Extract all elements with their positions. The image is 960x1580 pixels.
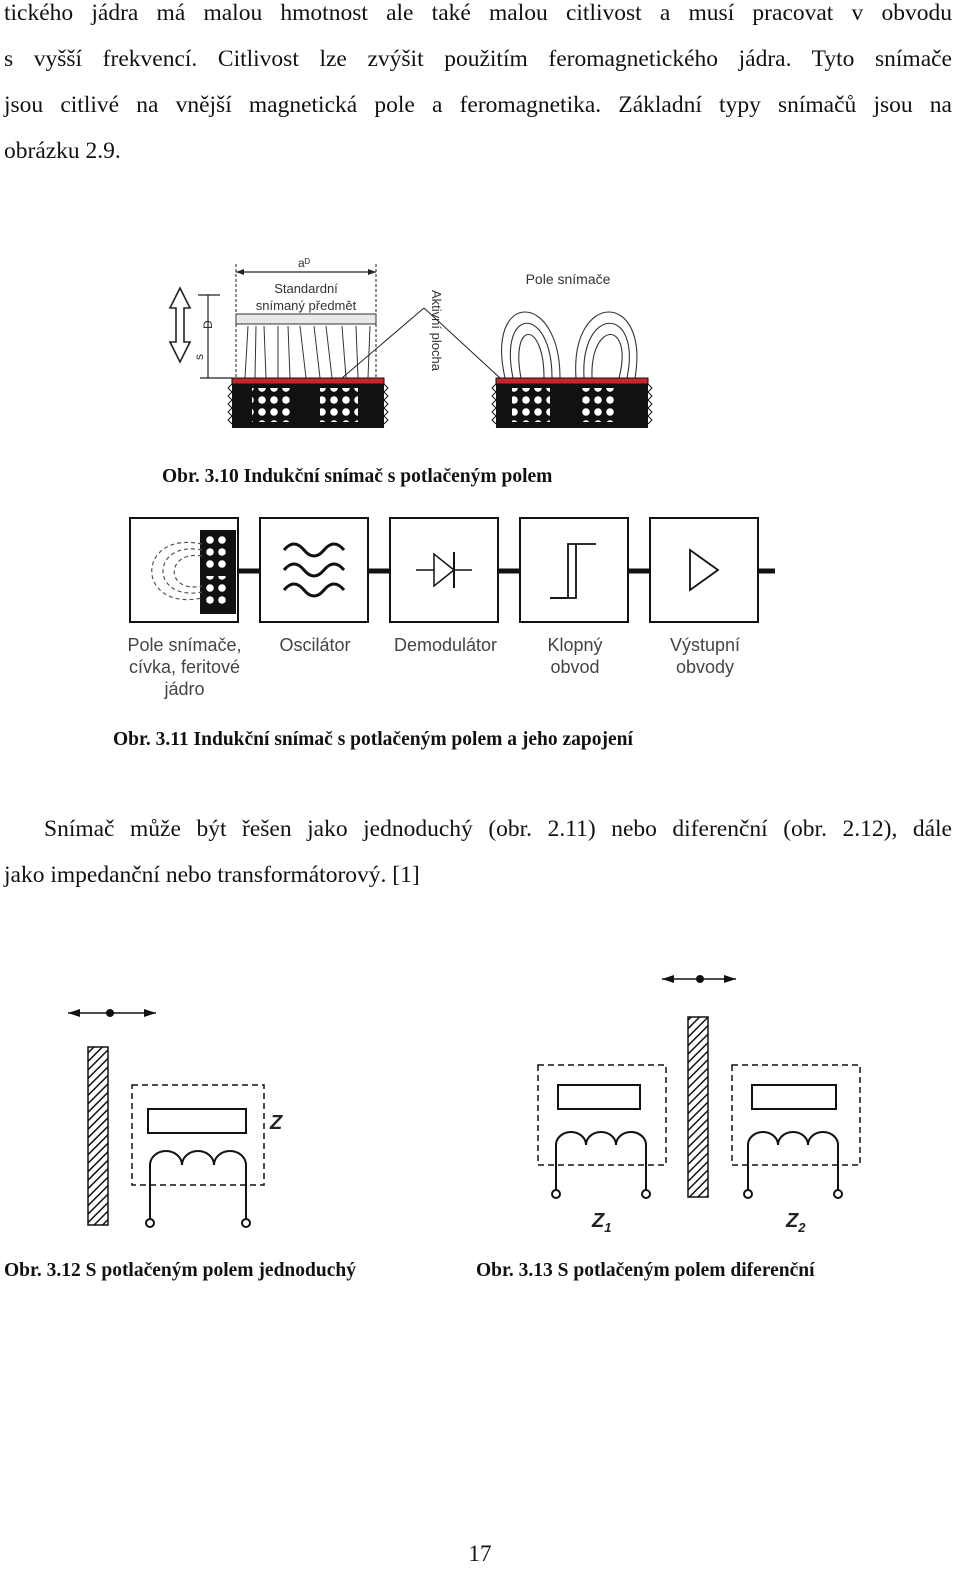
distance-arrow-icon: [168, 286, 232, 379]
diode-icon: [416, 552, 472, 588]
figure-3-11-block-diagram: [129, 517, 775, 623]
label-z: Z: [269, 1112, 283, 1134]
label-d: D: [201, 320, 215, 329]
block-label-output: Výstupní obvody: [650, 634, 760, 678]
label-sensed-object: snímaný předmět: [256, 298, 357, 313]
block-label-flip-flop: Klopný obvod: [520, 634, 630, 678]
target-plate: [87, 1046, 109, 1226]
block-label-flip-flop-text: Klopný obvod: [547, 635, 603, 677]
label-sensor-field: Pole snímače: [526, 271, 611, 287]
label-standard-object: Standardní: [274, 281, 338, 296]
target-plate: [687, 1016, 709, 1198]
field-lines-left: [244, 325, 371, 379]
figure-3-11-caption: Obr. 3.11 Indukční snímač s potlačeným p…: [113, 729, 633, 750]
paragraph-line: obrázku 2.9.: [4, 138, 121, 164]
coil-icon: [747, 1131, 839, 1155]
block-label-demodulator-text: Demodulátor: [393, 635, 498, 655]
field-lines-right: [501, 311, 638, 379]
paragraph-line: s vyšší frekvencí. Citlivost lze zvýšit …: [4, 46, 952, 72]
block-label-output-text: Výstupní obvody: [669, 635, 741, 677]
figure-3-13-differential-sensor: Z1 Z2: [537, 975, 861, 1235]
block-label-sensor-text: Pole snímače, cívka, feritové jádro: [127, 635, 242, 699]
paragraph-line: jsou citlivé na vnější magnetická pole a…: [4, 92, 952, 118]
figure-3-12-simple-sensor: Z: [68, 1009, 283, 1228]
label-active-surface: Aktivní plocha: [429, 290, 444, 372]
paragraph-intro: tického jádra má malou hmotnost ale také…: [4, 0, 952, 174]
label-z1: Z1: [591, 1210, 611, 1235]
figure-3-10-caption: Obr. 3.10 Indukční snímač s potlačeným p…: [162, 466, 553, 487]
figure-3-10-inductive-sensor: D s aᴰ Standardní snímaný předmět Aktivn…: [168, 256, 653, 428]
paragraph-line: jako impedanční nebo transformátorový. […: [4, 862, 420, 888]
hysteresis-icon: [550, 543, 596, 599]
block-label-oscillator-text: Oscilátor: [279, 635, 351, 655]
block-oscillator: [259, 517, 369, 623]
double-arrow-icon: [68, 1009, 156, 1017]
label-s: s: [192, 354, 206, 360]
block-label-oscillator: Oscilátor: [260, 634, 370, 656]
block-label-sensor: Pole snímače, cívka, feritové jádro: [112, 634, 257, 700]
double-arrow-icon: [662, 975, 736, 983]
amplifier-icon: [689, 548, 720, 592]
block-output: [649, 517, 759, 623]
coil-icon: [149, 1150, 247, 1175]
sine-wave-icon: [282, 542, 346, 598]
label-z2: Z2: [785, 1210, 806, 1235]
paragraph-line: tického jádra má malou hmotnost ale také…: [4, 0, 952, 26]
coil-icon: [555, 1131, 647, 1155]
paragraph-sensor-types: Snímač může být řešen jako jednoduchý (o…: [4, 806, 952, 898]
block-demodulator: [389, 517, 499, 623]
label-a: aᴰ: [298, 256, 311, 270]
block-sensor-coil: [129, 517, 239, 623]
paragraph-line: Snímač může být řešen jako jednoduchý (o…: [44, 816, 952, 842]
page-number: 17: [468, 1541, 492, 1566]
figure-3-12-caption: Obr. 3.12 S potlačeným polem jednoduchý: [4, 1260, 356, 1281]
block-label-demodulator: Demodulátor: [383, 634, 508, 656]
block-flip-flop: [519, 517, 629, 623]
figure-3-13-caption: Obr. 3.13 S potlačeným polem diferenční: [476, 1260, 815, 1281]
